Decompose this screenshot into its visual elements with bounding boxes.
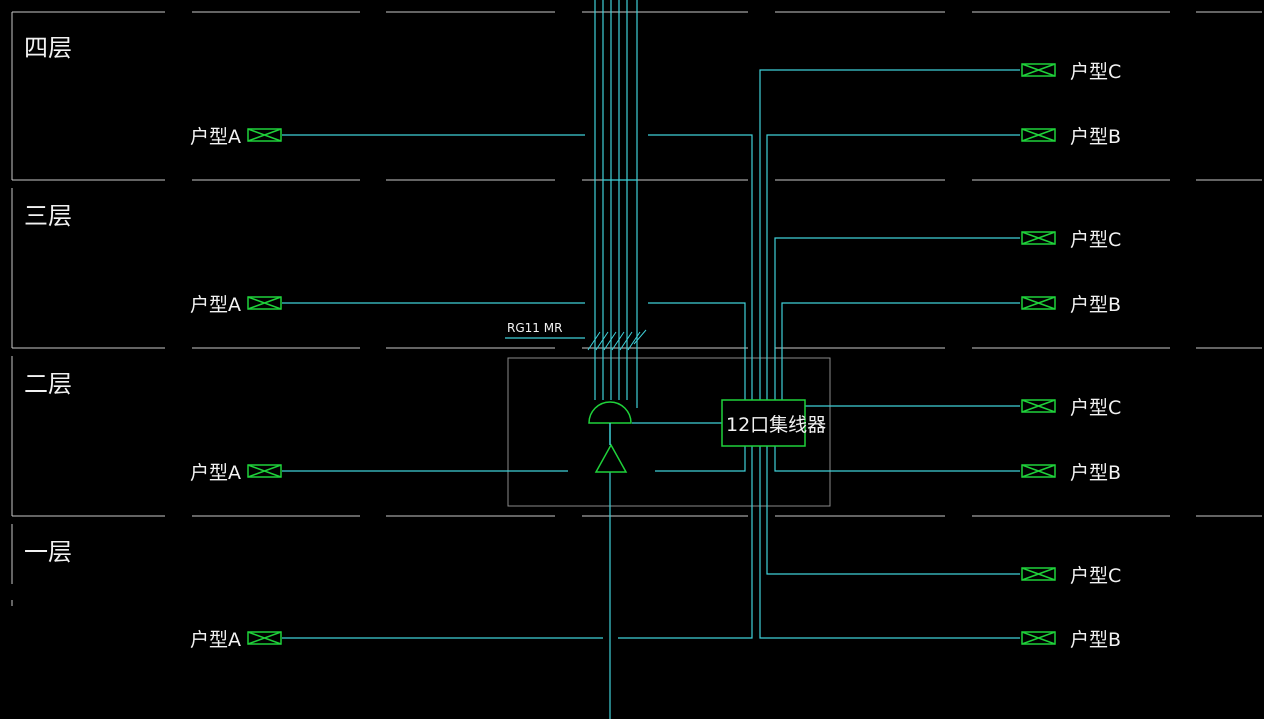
feed-b3 bbox=[781, 302, 1020, 400]
unit-label-right-8: 户型B bbox=[1070, 629, 1122, 651]
outlet-icon bbox=[1021, 567, 1056, 581]
unit-label-right-6: 户型B bbox=[1070, 462, 1122, 484]
feed-b4 bbox=[766, 134, 1020, 400]
outlet-icon bbox=[247, 296, 282, 310]
wires bbox=[282, 0, 1020, 719]
feed-c4 bbox=[759, 69, 1020, 400]
return-4 bbox=[618, 446, 753, 639]
feed-c3 bbox=[774, 237, 1020, 400]
hub-label: 12口集线器 bbox=[726, 414, 827, 436]
amplifier-icon bbox=[594, 443, 628, 473]
outlet-icon bbox=[1021, 128, 1056, 142]
feed-b2 bbox=[774, 446, 1020, 472]
unit-label-right-2: 户型B bbox=[1070, 126, 1122, 148]
splitter-amplifier bbox=[588, 401, 632, 473]
outlet-icon bbox=[247, 631, 282, 645]
outlet-icon bbox=[1021, 399, 1056, 413]
outlet-icon bbox=[1021, 631, 1056, 645]
outlets bbox=[247, 63, 1056, 645]
return-2 bbox=[648, 302, 746, 400]
return-3 bbox=[655, 446, 746, 472]
equipment-box bbox=[507, 357, 831, 507]
unit-label-left-1: 户型A bbox=[190, 629, 241, 651]
floor-lines bbox=[11, 11, 1262, 606]
floor-label-4: 四层 bbox=[24, 34, 72, 62]
unit-label-left-4: 户型A bbox=[190, 126, 241, 148]
floor-label-2: 二层 bbox=[24, 370, 72, 398]
floor-label-1: 一层 bbox=[24, 538, 72, 566]
unit-label-right-1: 户型C bbox=[1070, 61, 1122, 83]
hub-box bbox=[721, 399, 806, 447]
unit-label-left-2: 户型A bbox=[190, 462, 241, 484]
outlet-icon bbox=[1021, 231, 1056, 245]
outlet-icon bbox=[247, 128, 282, 142]
outlet-icon bbox=[1021, 464, 1056, 478]
unit-label-right-4: 户型B bbox=[1070, 294, 1122, 316]
unit-label-left-3: 户型A bbox=[190, 294, 241, 316]
cable-label: RG11 MR bbox=[507, 321, 563, 335]
unit-label-right-5: 户型C bbox=[1070, 397, 1122, 419]
unit-label-right-7: 户型C bbox=[1070, 565, 1122, 587]
feed-c1 bbox=[766, 446, 1020, 575]
floor-label-3: 三层 bbox=[24, 202, 72, 230]
outlet-icon bbox=[1021, 63, 1056, 77]
return-1 bbox=[648, 134, 753, 400]
outlet-icon bbox=[247, 464, 282, 478]
splitter-icon bbox=[588, 401, 632, 424]
cable-hash-marks bbox=[587, 329, 647, 351]
unit-label-right-3: 户型C bbox=[1070, 229, 1122, 251]
feed-b1 bbox=[759, 446, 1020, 639]
outlet-icon bbox=[1021, 296, 1056, 310]
